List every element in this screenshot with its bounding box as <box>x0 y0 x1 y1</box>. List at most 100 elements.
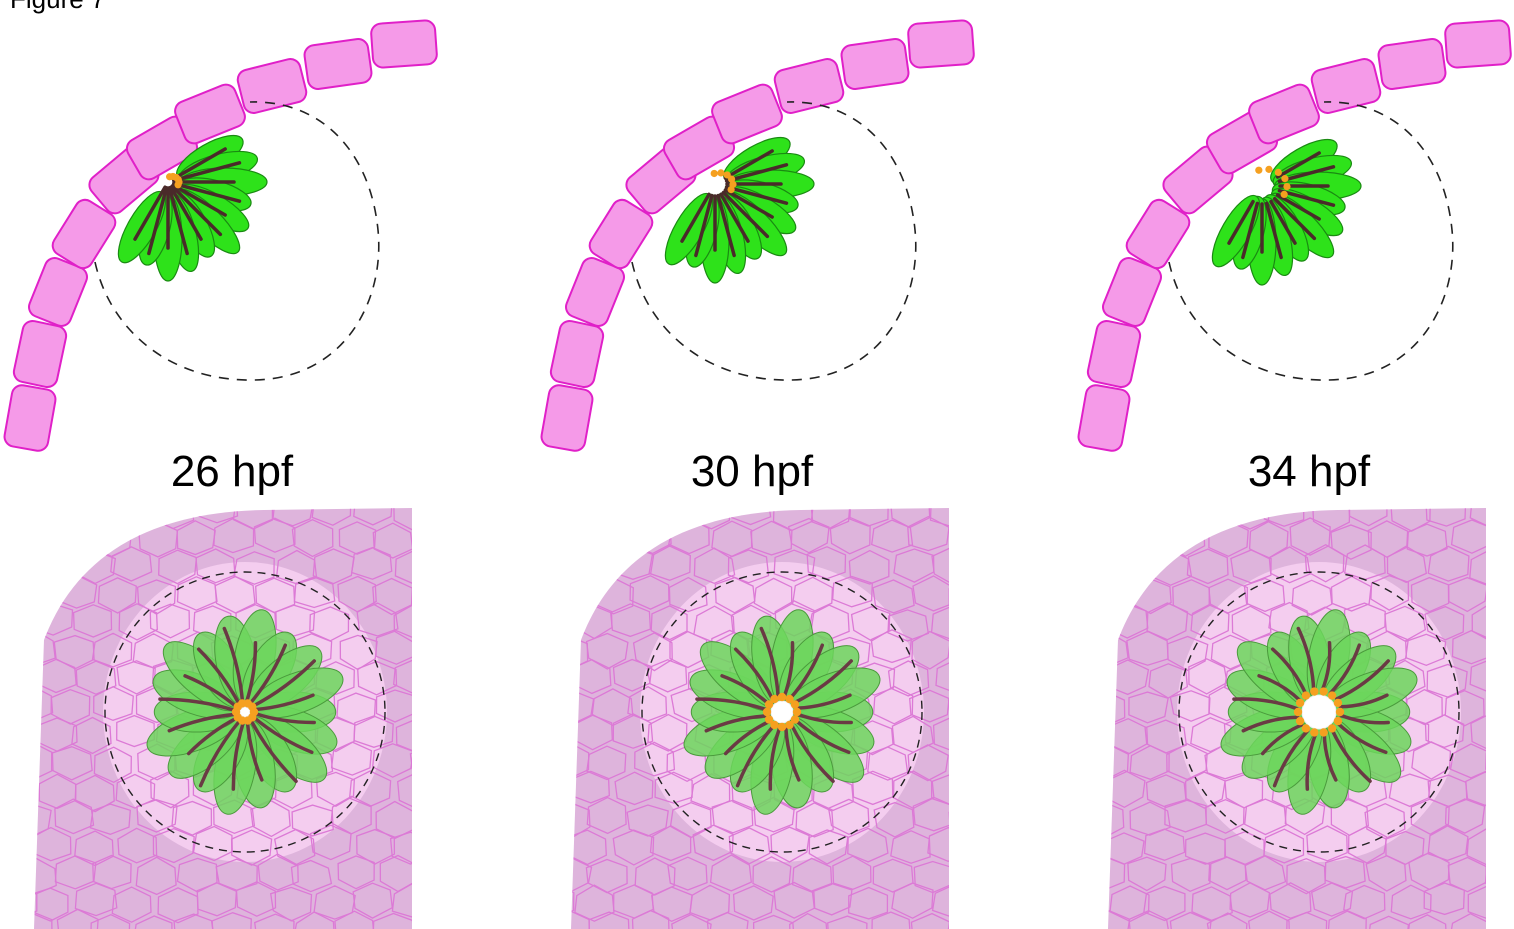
epithelial-cell-outline <box>1491 520 1514 555</box>
apical-marker <box>1328 724 1336 732</box>
apical-marker <box>1302 724 1310 732</box>
epithelial-cell-outline <box>417 913 457 929</box>
epithelial-cell-outline <box>949 802 988 836</box>
epithelial-cell-outline <box>1492 803 1514 837</box>
epithelial-cell-outline <box>1494 575 1514 612</box>
epithelial-cell-outline <box>531 546 572 582</box>
epithelial-cell-outline <box>418 633 458 668</box>
apical-marker <box>770 695 778 703</box>
apical-marker <box>778 693 786 701</box>
epithelial-cell-outline <box>0 490 29 525</box>
epithelial-cell-outline <box>568 491 607 526</box>
epithelial-cell-outline <box>410 745 450 782</box>
top-view-diagram <box>0 0 460 929</box>
epithelial-cell-outline <box>527 660 568 693</box>
epithelial-cell-outline <box>0 712 34 746</box>
apical-marker <box>1336 708 1344 716</box>
epithelial-cell-outline <box>1492 637 1514 668</box>
epithelial-cell-outline <box>528 491 567 524</box>
panel-34hpf: 34 hpf <box>1074 0 1514 929</box>
epithelial-cell-outline <box>553 577 592 611</box>
apical-marker <box>1310 728 1318 736</box>
epithelial-cell-outline <box>1106 549 1146 583</box>
epithelial-cell-outline <box>1091 521 1132 557</box>
apical-marker <box>793 708 801 716</box>
epithelial-cell-outline <box>1486 858 1514 890</box>
epithelial-cell-outline <box>1066 494 1104 530</box>
apical-marker <box>1334 717 1342 725</box>
epithelial-cell-outline <box>0 769 33 805</box>
epithelial-cell-outline <box>413 579 450 610</box>
epithelial-cell-outline <box>949 580 985 614</box>
epithelial-cell-outline <box>1067 551 1108 585</box>
epithelial-cell-outline <box>613 493 653 525</box>
epithelial-cell-outline <box>530 829 569 861</box>
epithelial-cell-outline <box>1070 882 1108 916</box>
epithelial-cell-outline <box>951 633 990 668</box>
lumen <box>1302 695 1336 729</box>
epithelial-cell-outline <box>1125 525 1163 558</box>
epithelial-cell-outline <box>588 521 628 555</box>
lumen <box>771 701 793 723</box>
apical-marker <box>791 700 799 708</box>
epithelial-cell-outline <box>573 549 611 585</box>
epithelial-cell-outline <box>530 772 570 804</box>
epithelial-cell-outline <box>415 800 454 835</box>
top-view-diagram <box>537 0 997 929</box>
epithelial-cell-outline <box>949 693 989 723</box>
epithelial-cell-outline <box>16 579 56 611</box>
epithelial-cell-outline <box>0 833 36 865</box>
apical-marker <box>1328 691 1336 699</box>
epithelial-cell-outline <box>1488 910 1514 929</box>
epithelial-cell-outline <box>1493 687 1514 720</box>
epithelial-cell-outline <box>17 520 56 557</box>
apical-marker <box>763 708 771 716</box>
epithelial-cell-outline <box>954 858 993 892</box>
epithelial-cell-outline <box>1070 771 1106 807</box>
epithelial-cell-outline <box>0 887 37 919</box>
epithelial-cell-outline <box>38 495 77 528</box>
apical-marker <box>778 723 786 731</box>
epithelial-cell-outline <box>39 552 79 587</box>
apical-marker <box>1296 699 1304 707</box>
apical-marker <box>1310 687 1318 695</box>
apical-marker <box>248 703 256 711</box>
epithelial-cell-outline <box>416 690 455 725</box>
apical-marker <box>1296 717 1304 725</box>
epithelial-cell-outline <box>1146 491 1185 527</box>
panel-30hpf: 30 hpf <box>537 0 997 929</box>
apical-marker <box>1302 691 1310 699</box>
epithelial-cell-outline <box>533 884 574 919</box>
epithelial-cell-outline <box>532 717 573 752</box>
epithelial-cell-outline <box>653 493 692 529</box>
epithelial-cell-outline <box>1067 660 1106 691</box>
apical-marker <box>1319 687 1327 695</box>
epithelial-cell-outline <box>948 911 989 929</box>
epithelial-cell-outline <box>1486 745 1514 779</box>
epithelial-cell-outline <box>1068 602 1109 637</box>
epithelial-cell-outline <box>0 664 36 696</box>
epithelial-cell-outline <box>955 521 993 555</box>
apical-marker <box>1334 699 1342 707</box>
epithelial-cell-outline <box>0 551 34 585</box>
panel-26hpf: 26 hpf <box>0 0 460 929</box>
epithelial-cell-outline <box>954 750 992 782</box>
epithelial-cell-outline <box>73 490 113 526</box>
epithelial-cell-outline <box>1071 829 1109 862</box>
apical-marker <box>1319 728 1327 736</box>
apical-marker <box>785 721 793 729</box>
epithelial-cell-outline <box>417 856 456 889</box>
epithelial-cell-outline <box>1072 715 1111 747</box>
apical-marker <box>765 715 773 723</box>
epithelial-cell-outline <box>1087 576 1126 609</box>
epithelial-cell-outline <box>1109 493 1146 527</box>
epithelial-cell-outline <box>1192 495 1230 529</box>
top-view-diagram <box>1074 0 1514 929</box>
epithelial-cell-outline <box>414 522 452 556</box>
epithelial-cell-outline <box>0 604 34 638</box>
epithelial-cell-outline <box>528 606 566 640</box>
epithelial-cell-outline <box>52 519 92 553</box>
epithelial-cell-outline <box>554 523 594 557</box>
epithelial-cell-outline <box>116 495 157 529</box>
apical-marker <box>1294 708 1302 716</box>
